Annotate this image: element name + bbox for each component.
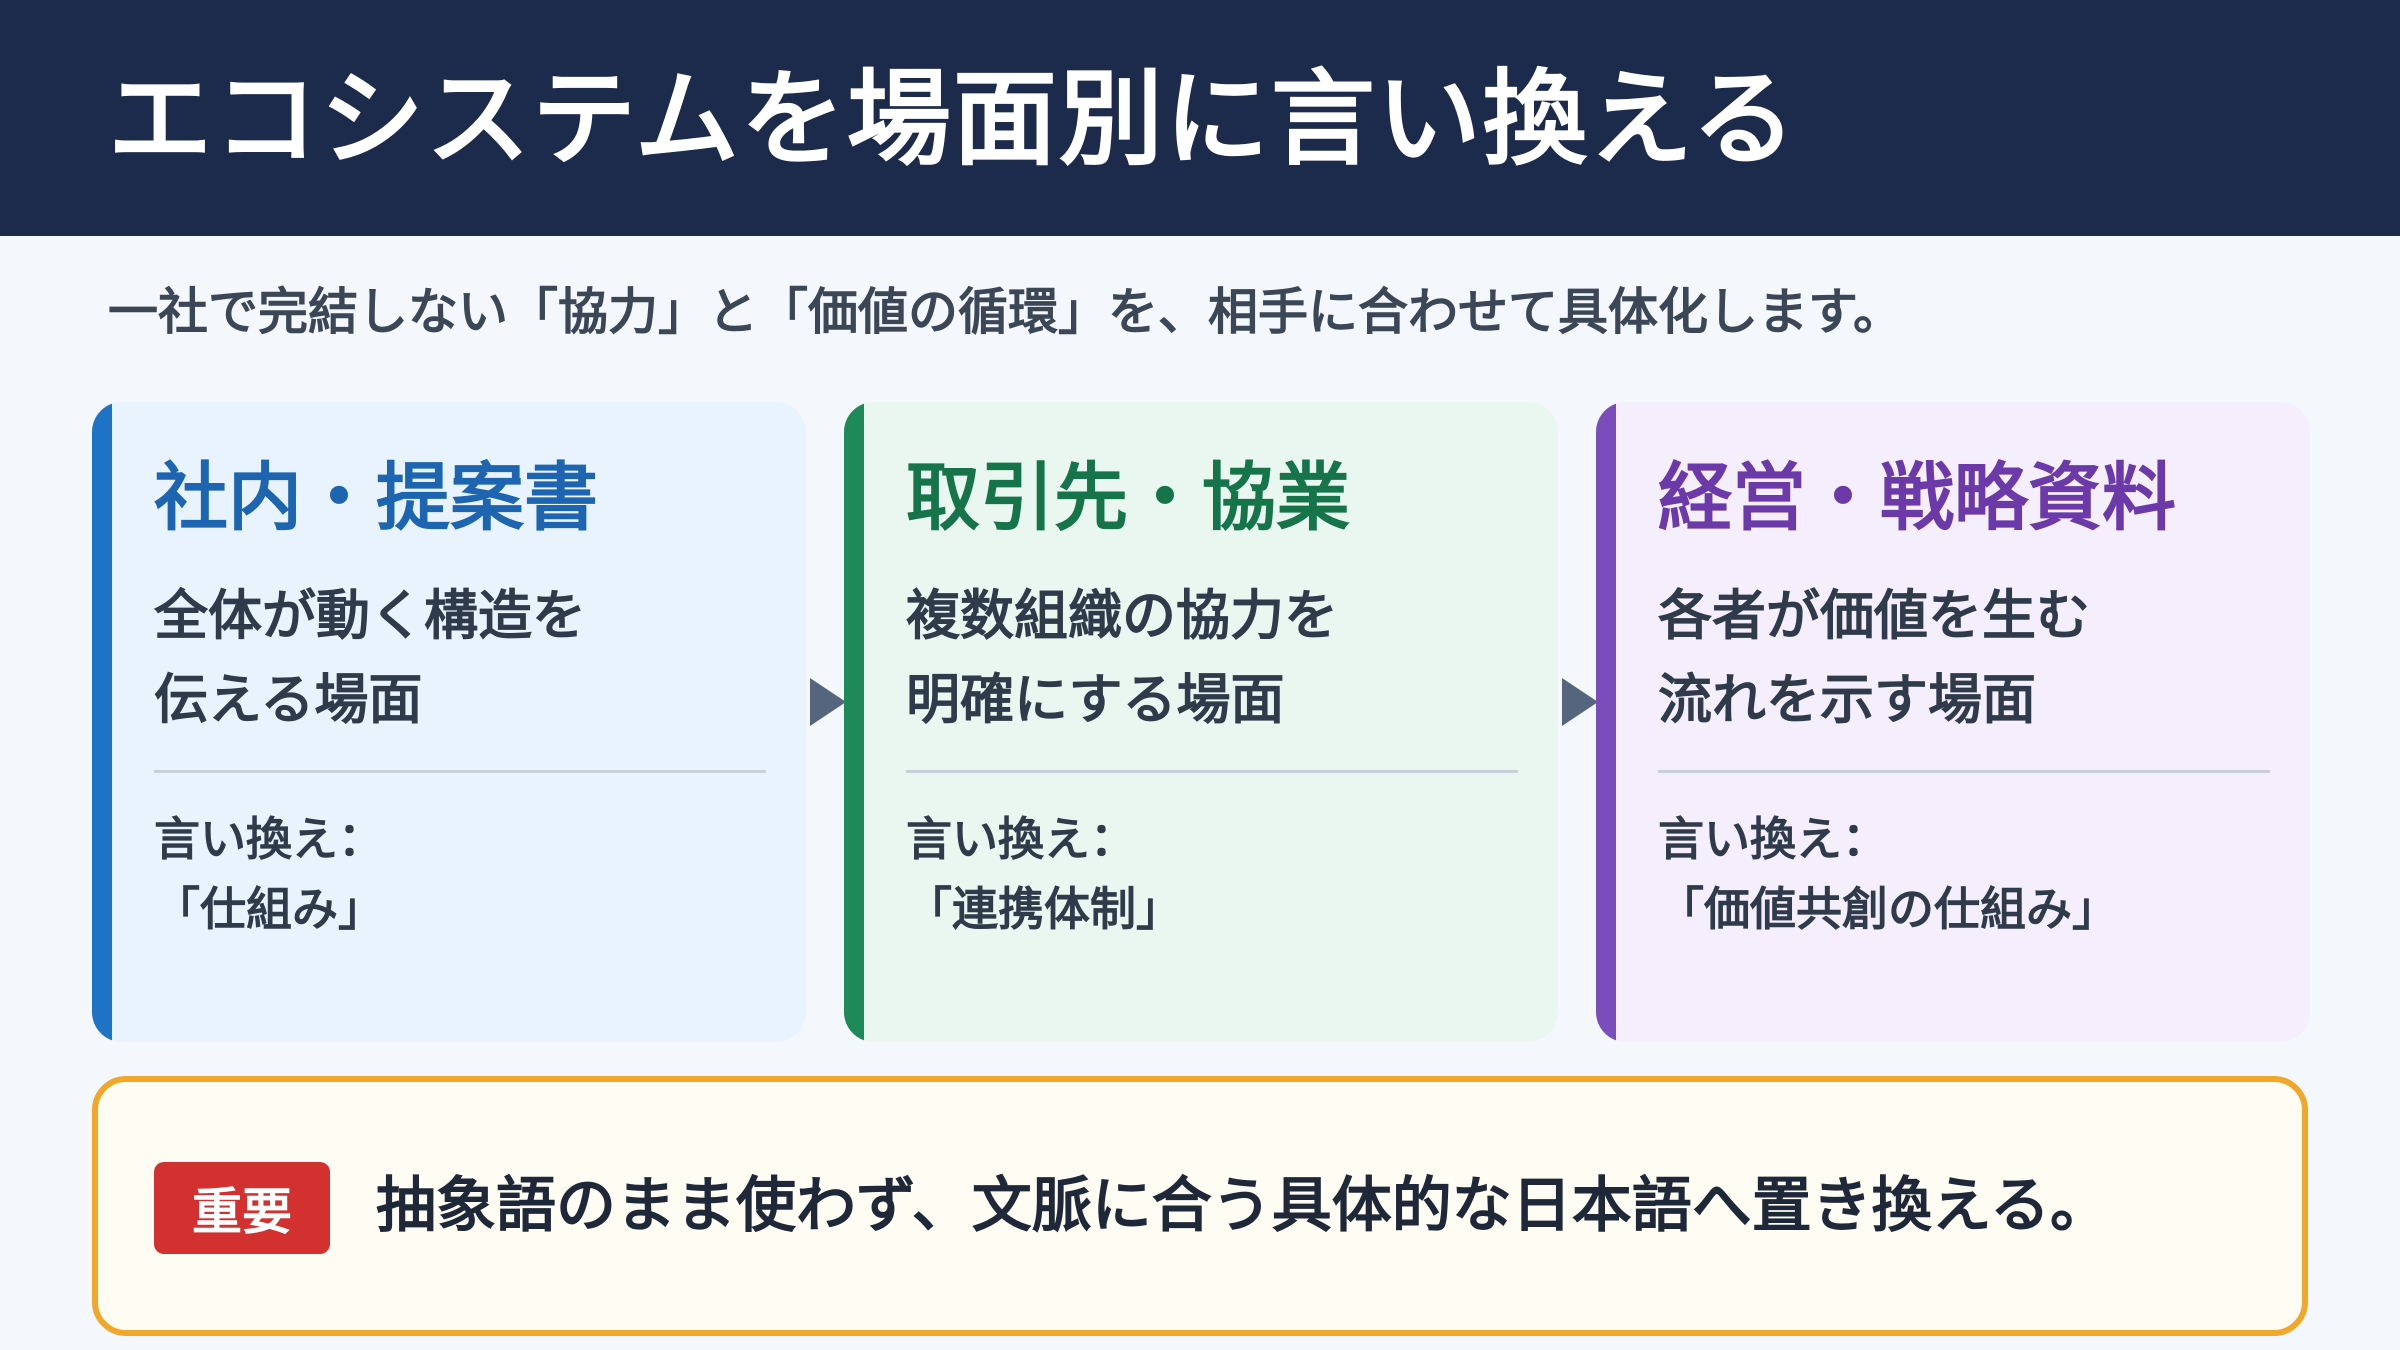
card-rephrase-value: 「仕組み」 — [154, 882, 384, 936]
card-title: 取引先・協業 — [906, 455, 1350, 541]
card-title: 社内・提案書 — [154, 455, 598, 541]
card-rephrase-label: 言い換え： — [906, 812, 1136, 866]
important-note-text: 抽象語のまま使わず、文脈に合う具体的な日本語へ置き換える。 — [376, 1171, 2110, 1241]
card-description: 各者が価値を生む 流れを示す場面 — [1658, 584, 2090, 731]
arrow-right-icon — [1562, 678, 1598, 726]
card-accent-bar — [92, 402, 112, 1042]
card-divider — [1658, 770, 2270, 773]
card-divider — [154, 770, 766, 773]
card-accent-bar — [844, 402, 864, 1042]
card-accent-bar — [1596, 402, 1616, 1042]
important-note-box: 重要 抽象語のまま使わず、文脈に合う具体的な日本語へ置き換える。 — [92, 1076, 2308, 1336]
header-bar: エコシステムを場面別に言い換える — [0, 0, 2400, 236]
card-internal-proposal: 社内・提案書 全体が動く構造を 伝える場面 言い換え： 「仕組み」 — [92, 402, 806, 1042]
card-partner-collaboration: 取引先・協業 複数組織の協力を 明確にする場面 言い換え： 「連携体制」 — [844, 402, 1558, 1042]
card-description: 複数組織の協力を 明確にする場面 — [906, 584, 1338, 731]
card-title: 経営・戦略資料 — [1658, 455, 2176, 541]
card-rephrase-label: 言い換え： — [1658, 812, 1888, 866]
page-subtitle: 一社で完結しない「協力」と「価値の循環」を、相手に合わせて具体化します。 — [108, 283, 1903, 341]
card-rephrase-value: 「価値共創の仕組み」 — [1658, 882, 2118, 936]
card-management-strategy: 経営・戦略資料 各者が価値を生む 流れを示す場面 言い換え： 「価値共創の仕組み… — [1596, 402, 2310, 1042]
card-divider — [906, 770, 1518, 773]
card-rephrase-label: 言い換え： — [154, 812, 384, 866]
card-description: 全体が動く構造を 伝える場面 — [154, 584, 586, 731]
arrow-right-icon — [810, 678, 846, 726]
important-badge: 重要 — [154, 1162, 330, 1254]
card-rephrase-value: 「連携体制」 — [906, 882, 1182, 936]
page-title: エコシステムを場面別に言い換える — [108, 58, 1798, 180]
